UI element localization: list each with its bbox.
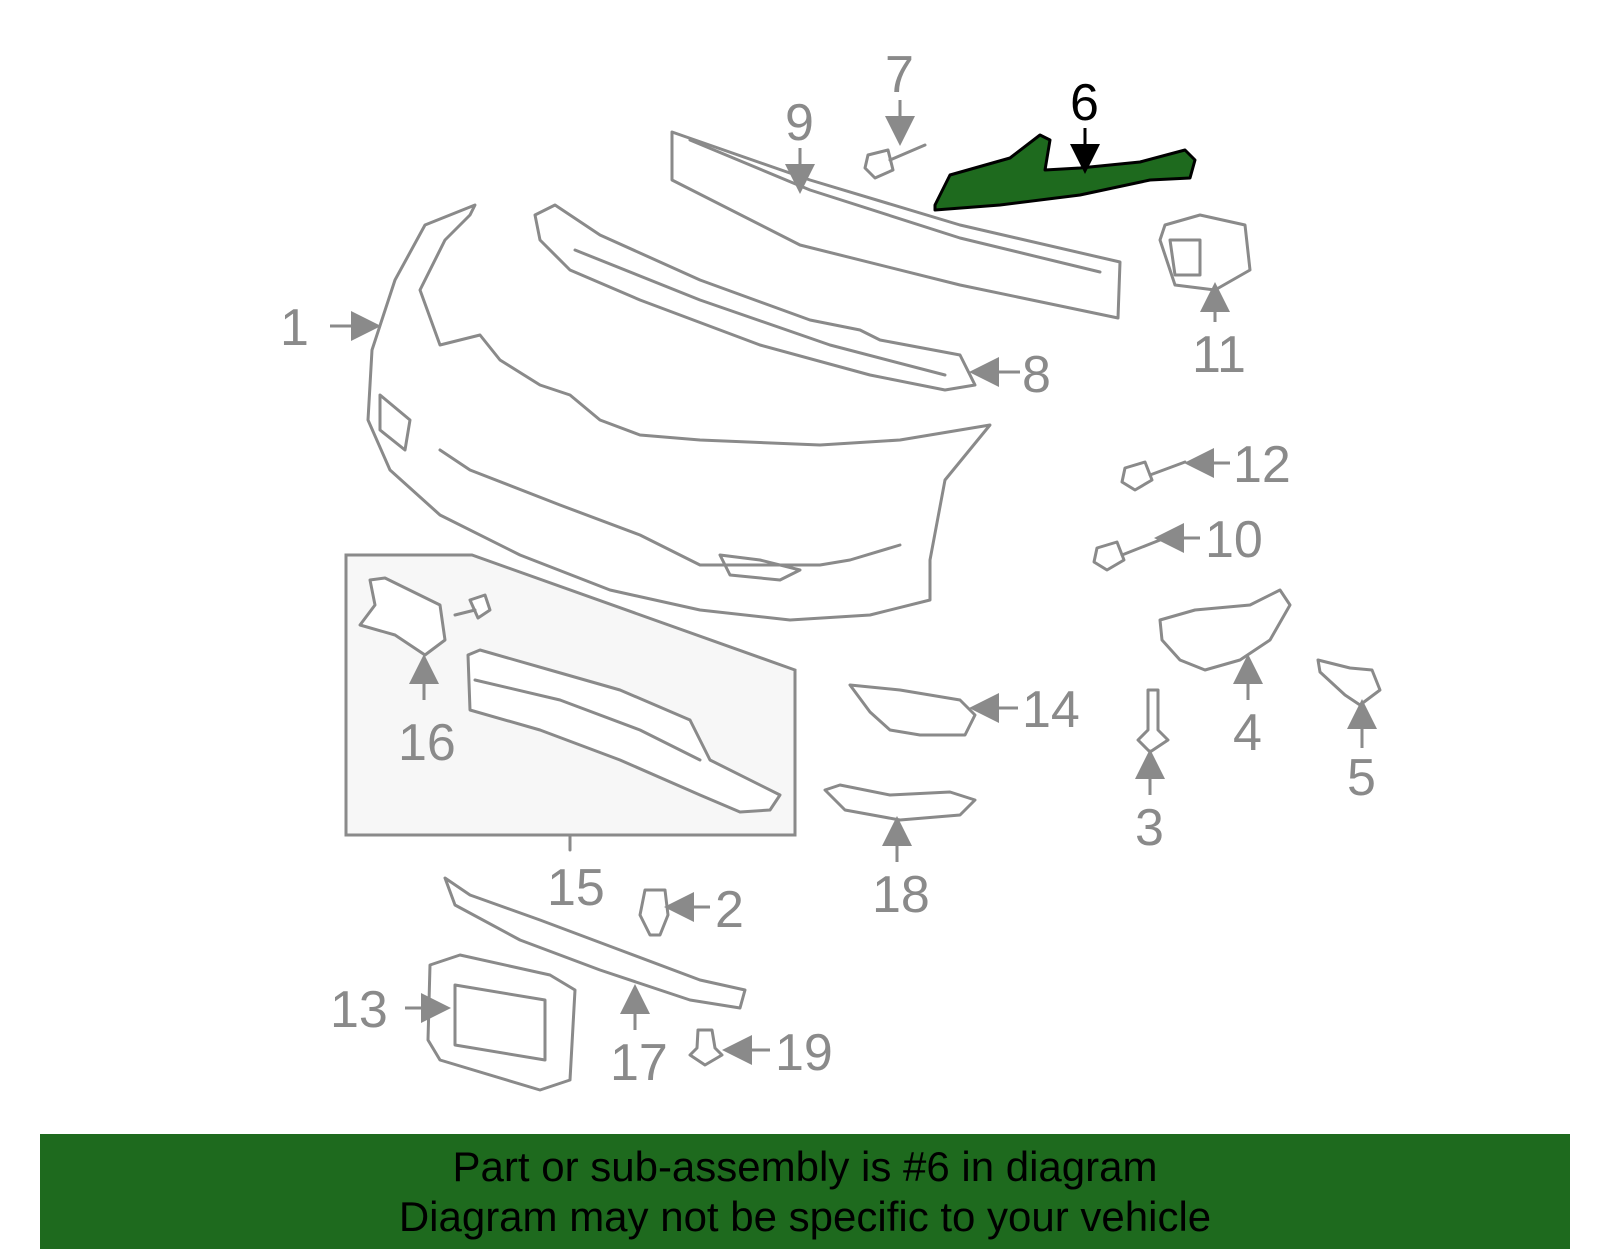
callout-11: 11 <box>1192 326 1246 384</box>
callout-14: 14 <box>1022 681 1080 739</box>
part-6-bumper-bracket[interactable] <box>933 133 1197 212</box>
part-4-side-bracket[interactable] <box>1158 588 1292 672</box>
callout-8: 8 <box>1022 346 1051 404</box>
banner-line-part: Part or sub-assembly is #6 in diagram <box>452 1143 1158 1190</box>
part-18-trim-strip[interactable] <box>823 783 977 822</box>
part-3-fastener[interactable] <box>1136 688 1170 754</box>
part-2-fastener[interactable] <box>638 888 670 937</box>
callout-10: 10 <box>1205 511 1263 569</box>
part-16-bracket[interactable] <box>358 576 492 657</box>
banner-line-disclaimer: Diagram may not be specific to your vehi… <box>398 1193 1212 1240</box>
callout-17: 17 <box>610 1034 668 1092</box>
part-10-bolt[interactable] <box>1092 538 1162 572</box>
part-12-bolt[interactable] <box>1120 460 1187 492</box>
callout-7: 7 <box>885 46 914 104</box>
callout-1: 1 <box>280 299 309 357</box>
callout-18: 18 <box>872 866 930 924</box>
part-9-reinforcement-beam[interactable] <box>670 130 1122 320</box>
callout-19: 19 <box>775 1024 833 1082</box>
callout-2: 2 <box>715 881 744 939</box>
part-11-bracket[interactable] <box>1158 213 1252 292</box>
callout-5: 5 <box>1347 749 1376 807</box>
part-5-clip[interactable] <box>1316 658 1382 707</box>
callout-3: 3 <box>1135 799 1164 857</box>
callout-6: 6 <box>1070 74 1099 132</box>
part-19-bolt[interactable] <box>688 1028 724 1067</box>
callout-15: 15 <box>547 859 605 917</box>
part-17-molding[interactable] <box>443 876 747 1010</box>
callout-4: 4 <box>1233 704 1262 762</box>
part-grille[interactable] <box>466 648 782 814</box>
part-7-bolt[interactable] <box>863 143 927 180</box>
leader-arrows <box>330 100 1377 1065</box>
callout-13: 13 <box>330 981 388 1039</box>
part-1-bumper-cover[interactable] <box>366 203 992 622</box>
part-13-license-bracket[interactable] <box>426 953 577 1092</box>
callout-9: 9 <box>785 94 814 152</box>
info-banner: Part or sub-assembly is #6 in diagram Di… <box>40 1134 1570 1249</box>
part-8-energy-absorber[interactable] <box>533 203 977 392</box>
part-14-fog-trim[interactable] <box>848 683 977 737</box>
callout-12: 12 <box>1233 436 1291 494</box>
callout-16: 16 <box>398 714 456 772</box>
